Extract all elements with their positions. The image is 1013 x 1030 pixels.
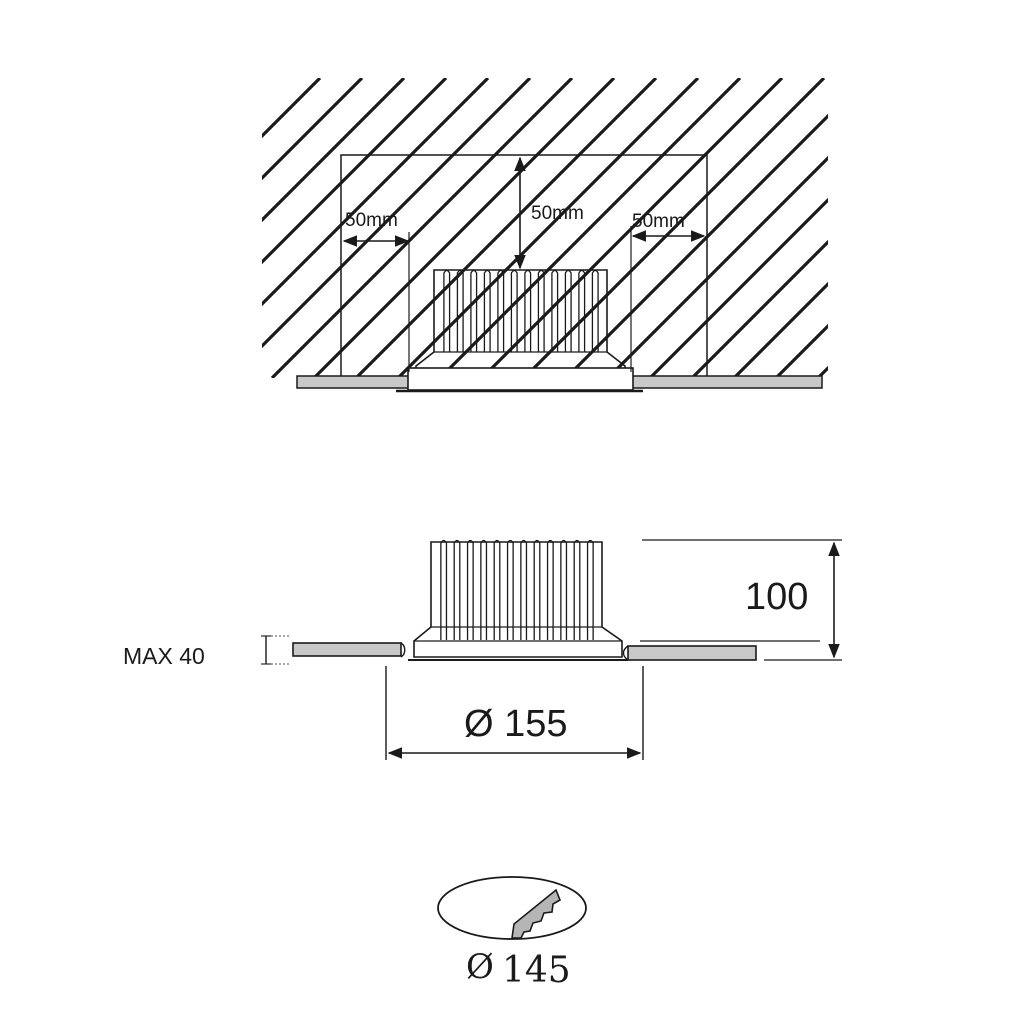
heatsink-fin — [453, 539, 461, 640]
left-clearance-label: 50mm — [345, 210, 398, 231]
heatsink-fin — [456, 269, 464, 352]
side-view: 100 MAX 40 Ø 155 — [123, 539, 842, 760]
outer-diameter-label: Ø 155 — [464, 703, 568, 745]
heatsink-fin — [560, 539, 568, 640]
ceiling-cavity — [340, 154, 708, 378]
heatsink-fin — [537, 269, 545, 352]
heatsink-fin — [573, 539, 581, 640]
hatch-line — [312, 78, 616, 378]
heatsink-fin — [564, 269, 572, 352]
heatsink-fin — [443, 269, 451, 352]
hatch-line — [262, 78, 532, 349]
cutout-ellipse — [437, 876, 587, 940]
hatch-line — [860, 78, 1013, 378]
hatch-line — [354, 78, 658, 378]
hatch-line — [816, 365, 828, 378]
ceiling-panel-left — [296, 375, 410, 389]
hatch-line — [648, 197, 828, 378]
ceiling-hatching — [262, 78, 1013, 378]
ceiling-panel-right — [627, 375, 823, 389]
heatsink-fin — [578, 269, 586, 352]
fixture-trim-ring — [407, 367, 634, 391]
heatsink-fin — [551, 269, 559, 352]
hatch-line — [262, 78, 322, 139]
heatsink-fin — [524, 269, 532, 352]
hatch-line — [522, 78, 826, 378]
hatch-line — [564, 113, 828, 378]
hatch-line — [690, 239, 828, 378]
height-label: 100 — [745, 576, 808, 618]
hatch-line — [270, 78, 574, 378]
hatch-line — [262, 78, 448, 265]
heatsink-fin — [510, 269, 518, 352]
side-ceiling-panel-left — [292, 642, 402, 657]
heatsink-fin — [497, 269, 505, 352]
heatsink-fin — [586, 539, 594, 640]
heatsink-fin — [440, 539, 448, 640]
cutout-indicator: Ø 145 — [437, 876, 587, 991]
cutout-diameter-symbol: Ø — [466, 947, 494, 987]
heatsink-fin — [470, 269, 478, 352]
heatsink-fin — [546, 539, 554, 640]
heatsink-fin — [591, 269, 599, 352]
hatch-line — [396, 78, 700, 378]
heatsink-fin — [493, 539, 501, 640]
side-ceiling-panel-right — [627, 645, 757, 661]
heatsink-fin — [483, 269, 491, 352]
ceiling-thickness-label: MAX 40 — [123, 643, 205, 669]
right-clearance-label: 50mm — [632, 211, 685, 232]
hatch-line — [732, 281, 828, 378]
hatch-line — [480, 78, 784, 378]
heatsink-fin — [520, 539, 528, 640]
hatch-line — [606, 155, 828, 378]
cutout-diameter-label: 145 — [502, 950, 571, 991]
heatsink-fin — [480, 539, 488, 640]
heatsink-fin — [466, 539, 474, 640]
hatch-line — [262, 78, 364, 181]
hatch-line — [262, 78, 406, 223]
hatch-line — [774, 323, 828, 378]
downlight-fixture-top — [396, 269, 643, 393]
heatsink-fin — [533, 539, 541, 640]
hatch-line — [262, 78, 490, 307]
heatsink-fin — [506, 539, 514, 640]
installation-view: 50mm 50mm 50mm — [262, 78, 1013, 393]
downlight-fixture-side — [408, 539, 628, 661]
saw-blade-icon — [511, 888, 562, 939]
top-clearance-label: 50mm — [531, 203, 584, 224]
